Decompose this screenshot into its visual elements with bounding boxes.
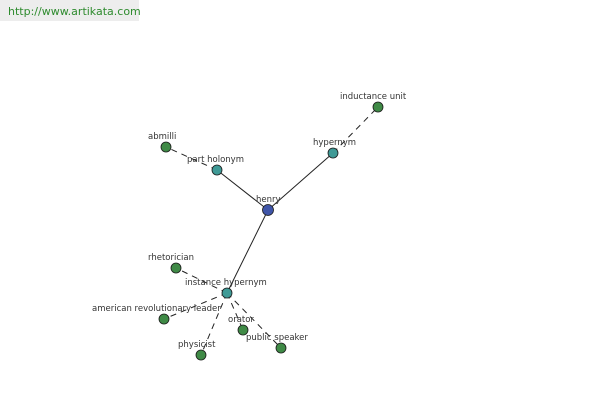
node-henry[interactable]: henry — [256, 195, 281, 216]
node-marker-public-speaker[interactable] — [275, 342, 287, 354]
edge-henry-to-instance-hypernym — [226, 209, 269, 294]
node-label-american-revolutionary-leader: american revolutionary leader — [92, 304, 221, 314]
edge-instance-hypernym-to-public-speaker — [226, 292, 282, 349]
node-label-physicist: physicist — [178, 340, 216, 350]
node-marker-inductance-unit[interactable] — [372, 101, 384, 113]
edge-instance-hypernym-to-rhetorician — [175, 267, 228, 294]
watermark-url: http://www.artikata.com — [8, 5, 141, 18]
node-label-part-holonym: part holonym — [187, 155, 244, 165]
node-orator[interactable]: orator — [228, 315, 254, 336]
node-marker-physicist[interactable] — [195, 349, 207, 361]
node-label-instance-hypernym: instance hypernym — [185, 278, 267, 288]
node-inductance-unit[interactable]: inductance unit — [340, 92, 407, 113]
node-public-speaker[interactable]: public speaker — [246, 333, 308, 354]
node-marker-orator[interactable] — [237, 324, 249, 336]
node-marker-american-revolutionary-leader[interactable] — [158, 313, 170, 325]
node-hypernym[interactable]: hypernym — [313, 138, 356, 159]
edge-henry-to-part-holonym — [216, 169, 269, 211]
node-rhetorician[interactable]: rhetorician — [148, 253, 194, 274]
node-label-public-speaker: public speaker — [246, 333, 308, 343]
node-label-orator: orator — [228, 315, 254, 325]
edge-instance-hypernym-to-physicist — [200, 292, 228, 356]
watermark-banner: http://www.artikata.com — [0, 0, 141, 21]
node-marker-part-holonym[interactable] — [211, 164, 223, 176]
node-label-inductance-unit: inductance unit — [340, 92, 407, 102]
node-american-revolutionary-leader[interactable]: american revolutionary leader — [92, 304, 221, 325]
node-label-rhetorician: rhetorician — [148, 253, 194, 263]
node-label-abmilli: abmilli — [148, 132, 176, 142]
node-marker-instance-hypernym[interactable] — [221, 287, 233, 299]
node-label-henry: henry — [256, 195, 281, 205]
node-abmilli[interactable]: abmilli — [148, 132, 176, 153]
edge-henry-to-hypernym — [267, 152, 334, 211]
edge-part-holonym-to-abmilli — [165, 146, 218, 171]
node-part-holonym[interactable]: part holonym — [187, 155, 244, 176]
node-marker-abmilli[interactable] — [160, 141, 172, 153]
node-instance-hypernym[interactable]: instance hypernym — [185, 278, 267, 299]
node-label-hypernym: hypernym — [313, 138, 356, 148]
node-marker-rhetorician[interactable] — [170, 262, 182, 274]
edge-instance-hypernym-to-american-revolutionary-leader — [163, 292, 228, 320]
graph-nodes: henry part holonym hypernym instance hypern… — [92, 92, 407, 361]
node-marker-hypernym[interactable] — [327, 147, 339, 159]
node-physicist[interactable]: physicist — [178, 340, 216, 361]
edge-instance-hypernym-to-orator — [226, 292, 244, 331]
graph-edges — [163, 106, 379, 356]
node-marker-henry[interactable] — [262, 204, 274, 216]
